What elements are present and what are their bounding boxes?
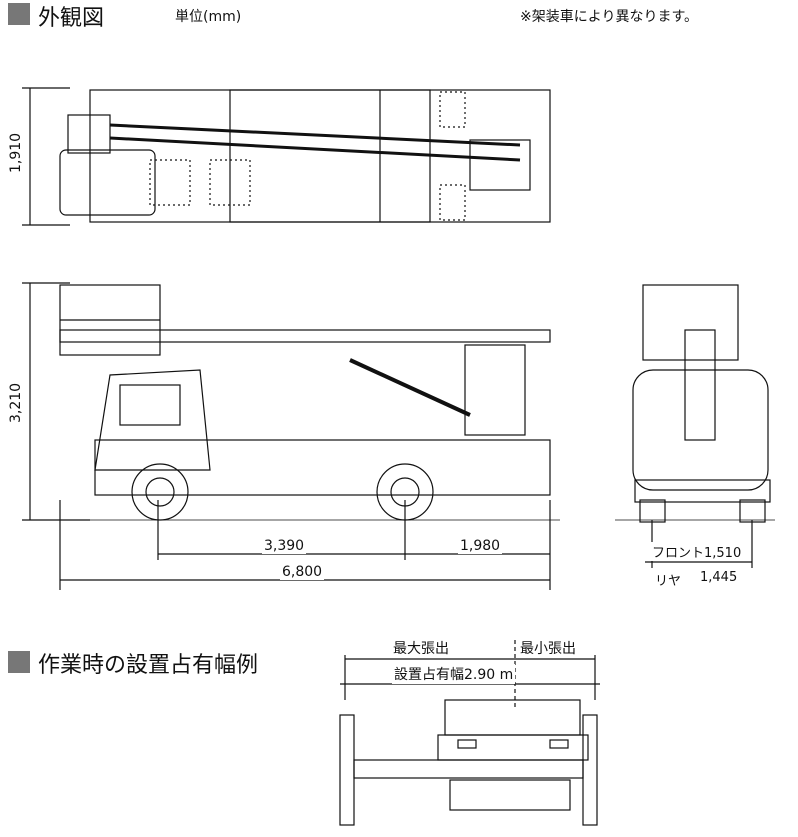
section-marker xyxy=(8,651,30,673)
side-height-dim: 3,210 xyxy=(8,380,24,425)
min-extension-label: 最小張出 xyxy=(520,641,576,657)
rear-overhang-dim: 1,980 xyxy=(458,538,503,554)
section-title-exterior: 外観図 xyxy=(38,6,105,31)
top-view-drawing xyxy=(22,87,551,226)
side-view-drawing xyxy=(22,282,560,590)
wheelbase-dim: 3,390 xyxy=(262,538,307,554)
length-dim: 6,800 xyxy=(280,564,325,580)
front-tread-dim: フロント1,510 xyxy=(650,542,744,561)
unit-label: 単位(mm) xyxy=(175,9,242,25)
top-width-dim: 1,910 xyxy=(8,130,24,175)
section-title-footprint: 作業時の設置占有幅例 xyxy=(38,653,259,678)
occupied-width-label: 設置占有幅2.90 m xyxy=(392,664,516,684)
section-marker xyxy=(8,3,30,25)
note: ※架装車により異なります。 xyxy=(520,9,699,25)
rear-tread-label: リヤ xyxy=(655,574,682,589)
max-extension-label: 最大張出 xyxy=(393,641,449,657)
rear-view-drawing xyxy=(615,284,775,568)
rear-tread-dim: 1,445 xyxy=(700,570,738,585)
